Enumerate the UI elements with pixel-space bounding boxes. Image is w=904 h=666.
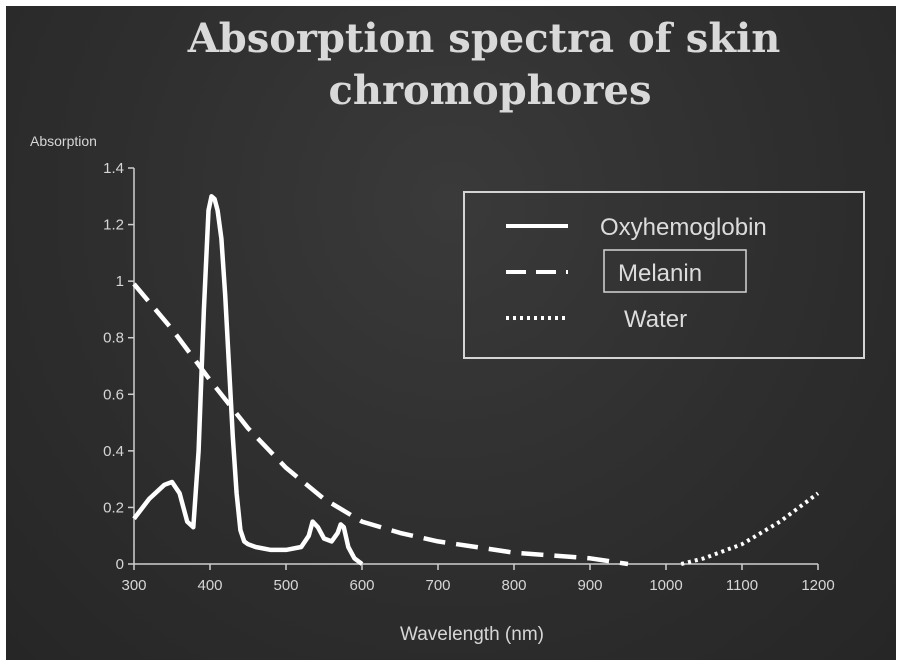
chart-title-line-1: Absorption spectra of skin (187, 15, 781, 62)
x-tick-label: 600 (349, 577, 374, 594)
x-tick-label: 900 (577, 577, 602, 594)
legend-label-melanin: Melanin (618, 260, 702, 287)
y-tick-label: 0.6 (103, 386, 124, 403)
x-tick-label: 1000 (649, 577, 682, 594)
series-line-water (680, 491, 820, 566)
axes: 0 0.2 0.4 0.6 0.8 1 1.2 1.4 300 400 500 600 700 800 90… (103, 160, 835, 594)
chart-title-line-2: chromophores (329, 67, 652, 114)
x-axis-label: Wavelength (nm) (400, 624, 544, 645)
legend-label-water: Water (624, 306, 687, 333)
x-tick-label: 800 (501, 577, 526, 594)
x-tick-label: 700 (425, 577, 450, 594)
x-tick-label: 400 (197, 577, 222, 594)
x-tick-label: 1200 (801, 577, 834, 594)
x-tick-label: 500 (273, 577, 298, 594)
y-tick-label: 0 (116, 556, 124, 573)
series-line-melanin (132, 282, 629, 567)
legend-highlight-box (603, 249, 747, 293)
y-tick-label: 1 (116, 273, 124, 290)
y-tick-label: 0.8 (103, 330, 124, 347)
y-tick-label: 1.4 (103, 160, 124, 177)
y-tick-label: 1.2 (103, 217, 124, 234)
legend-label-oxyhemoglobin: Oxyhemoglobin (600, 214, 767, 241)
x-tick-label: 300 (121, 577, 146, 594)
series-line-oxyhemoglobin (132, 194, 364, 566)
chart-frame: Absorption spectra of skin chromophores … (6, 6, 896, 660)
y-tick-label: 0.4 (103, 443, 124, 460)
legend-box (463, 191, 865, 359)
y-tick-label: 0.2 (103, 499, 124, 516)
y-axis-label: Absorption (30, 133, 97, 149)
series-layer (132, 194, 820, 567)
chart: Absorption spectra of skin chromophores … (30, 15, 865, 645)
x-tick-label: 1100 (726, 577, 758, 594)
